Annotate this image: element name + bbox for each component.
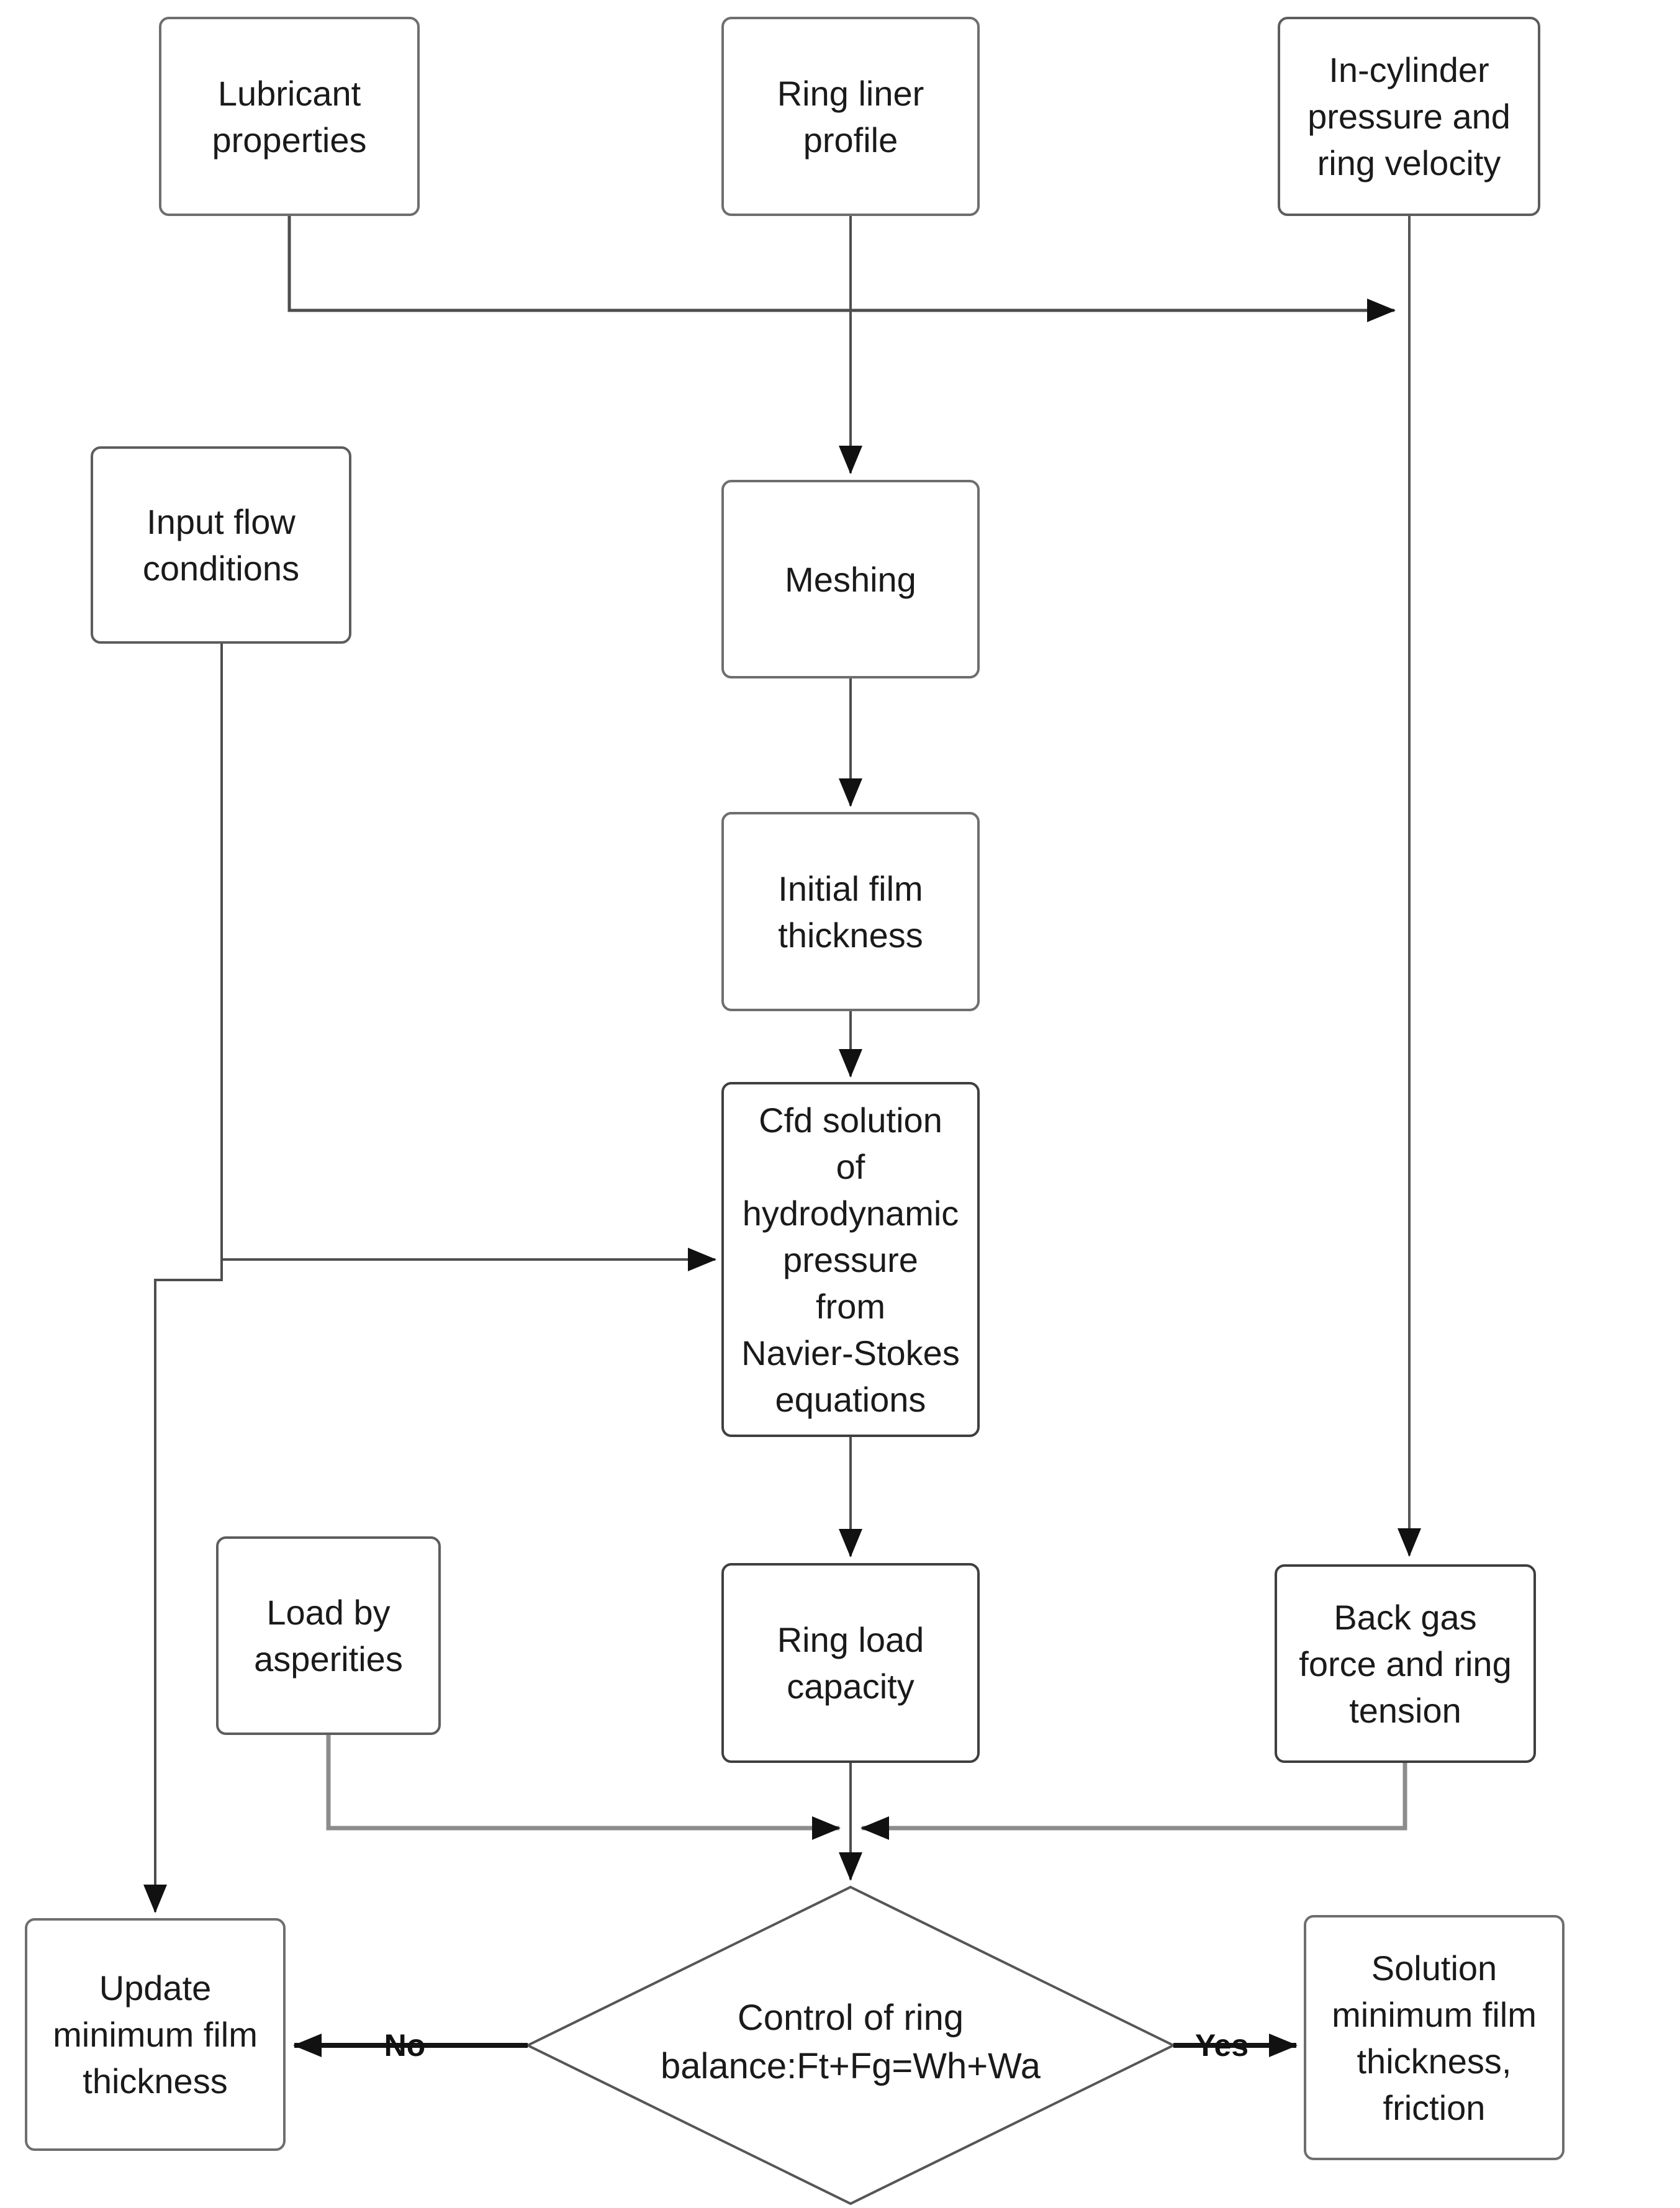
node-cfd-solution: Cfd solution of hydrodynamic pressure fr… — [721, 1082, 980, 1437]
node-control-of-ring-balance: Control of ring balance:Ft+Fg=Wh+Wa — [509, 1949, 1192, 2135]
node-label: In-cylinder pressure and ring velocity — [1307, 50, 1511, 182]
node-label: Input flow conditions — [142, 502, 300, 588]
node-ring-liner-profile: Ring liner profile — [721, 17, 980, 216]
node-update-minimum-film-thickness: Update minimum film thickness — [25, 1918, 286, 2151]
node-label: Cfd solution of hydrodynamic pressure fr… — [741, 1100, 960, 1419]
node-initial-film-thickness: Initial film thickness — [721, 812, 980, 1011]
edge-label-yes: Yes — [1195, 2028, 1249, 2063]
node-solution-minimum-film-thickness: Solution minimum film thickness, frictio… — [1304, 1915, 1565, 2160]
node-label: Ring liner profile — [777, 73, 924, 160]
node-label: Solution minimum film thickness, frictio… — [1332, 1948, 1537, 2127]
node-input-flow-conditions: Input flow conditions — [91, 446, 351, 644]
node-label: Ring load capacity — [777, 1620, 924, 1706]
node-ring-load-capacity: Ring load capacity — [721, 1563, 980, 1763]
node-label: Back gas force and ring tension — [1299, 1597, 1512, 1730]
edge-label-no: No — [384, 2028, 426, 2063]
node-meshing: Meshing — [721, 480, 980, 678]
edge-inputflow-to-update — [143, 1259, 223, 1913]
edge-backgas-to-merge — [860, 1763, 1407, 1840]
node-label: Meshing — [785, 559, 916, 599]
node-in-cylinder-pressure: In-cylinder pressure and ring velocity — [1278, 17, 1540, 216]
edge-inputflow-to-cfd — [220, 644, 716, 1271]
node-label: Control of ring balance:Ft+Fg=Wh+Wa — [661, 1998, 1041, 2086]
node-label: Load by asperities — [254, 1593, 403, 1679]
node-label: Lubricant properties — [212, 73, 367, 160]
decision-diamond-shape — [525, 1885, 1176, 2206]
edge-lubricant-to-incylinder-line — [287, 216, 1396, 322]
node-label: Update minimum film thickness — [53, 1968, 258, 2101]
node-load-by-asperities: Load by asperities — [216, 1536, 441, 1735]
edge-loadasp-to-merge — [326, 1735, 841, 1840]
node-back-gas-force: Back gas force and ring tension — [1275, 1564, 1536, 1763]
node-label: Initial film thickness — [778, 868, 923, 955]
node-lubricant-properties: Lubricant properties — [159, 17, 420, 216]
